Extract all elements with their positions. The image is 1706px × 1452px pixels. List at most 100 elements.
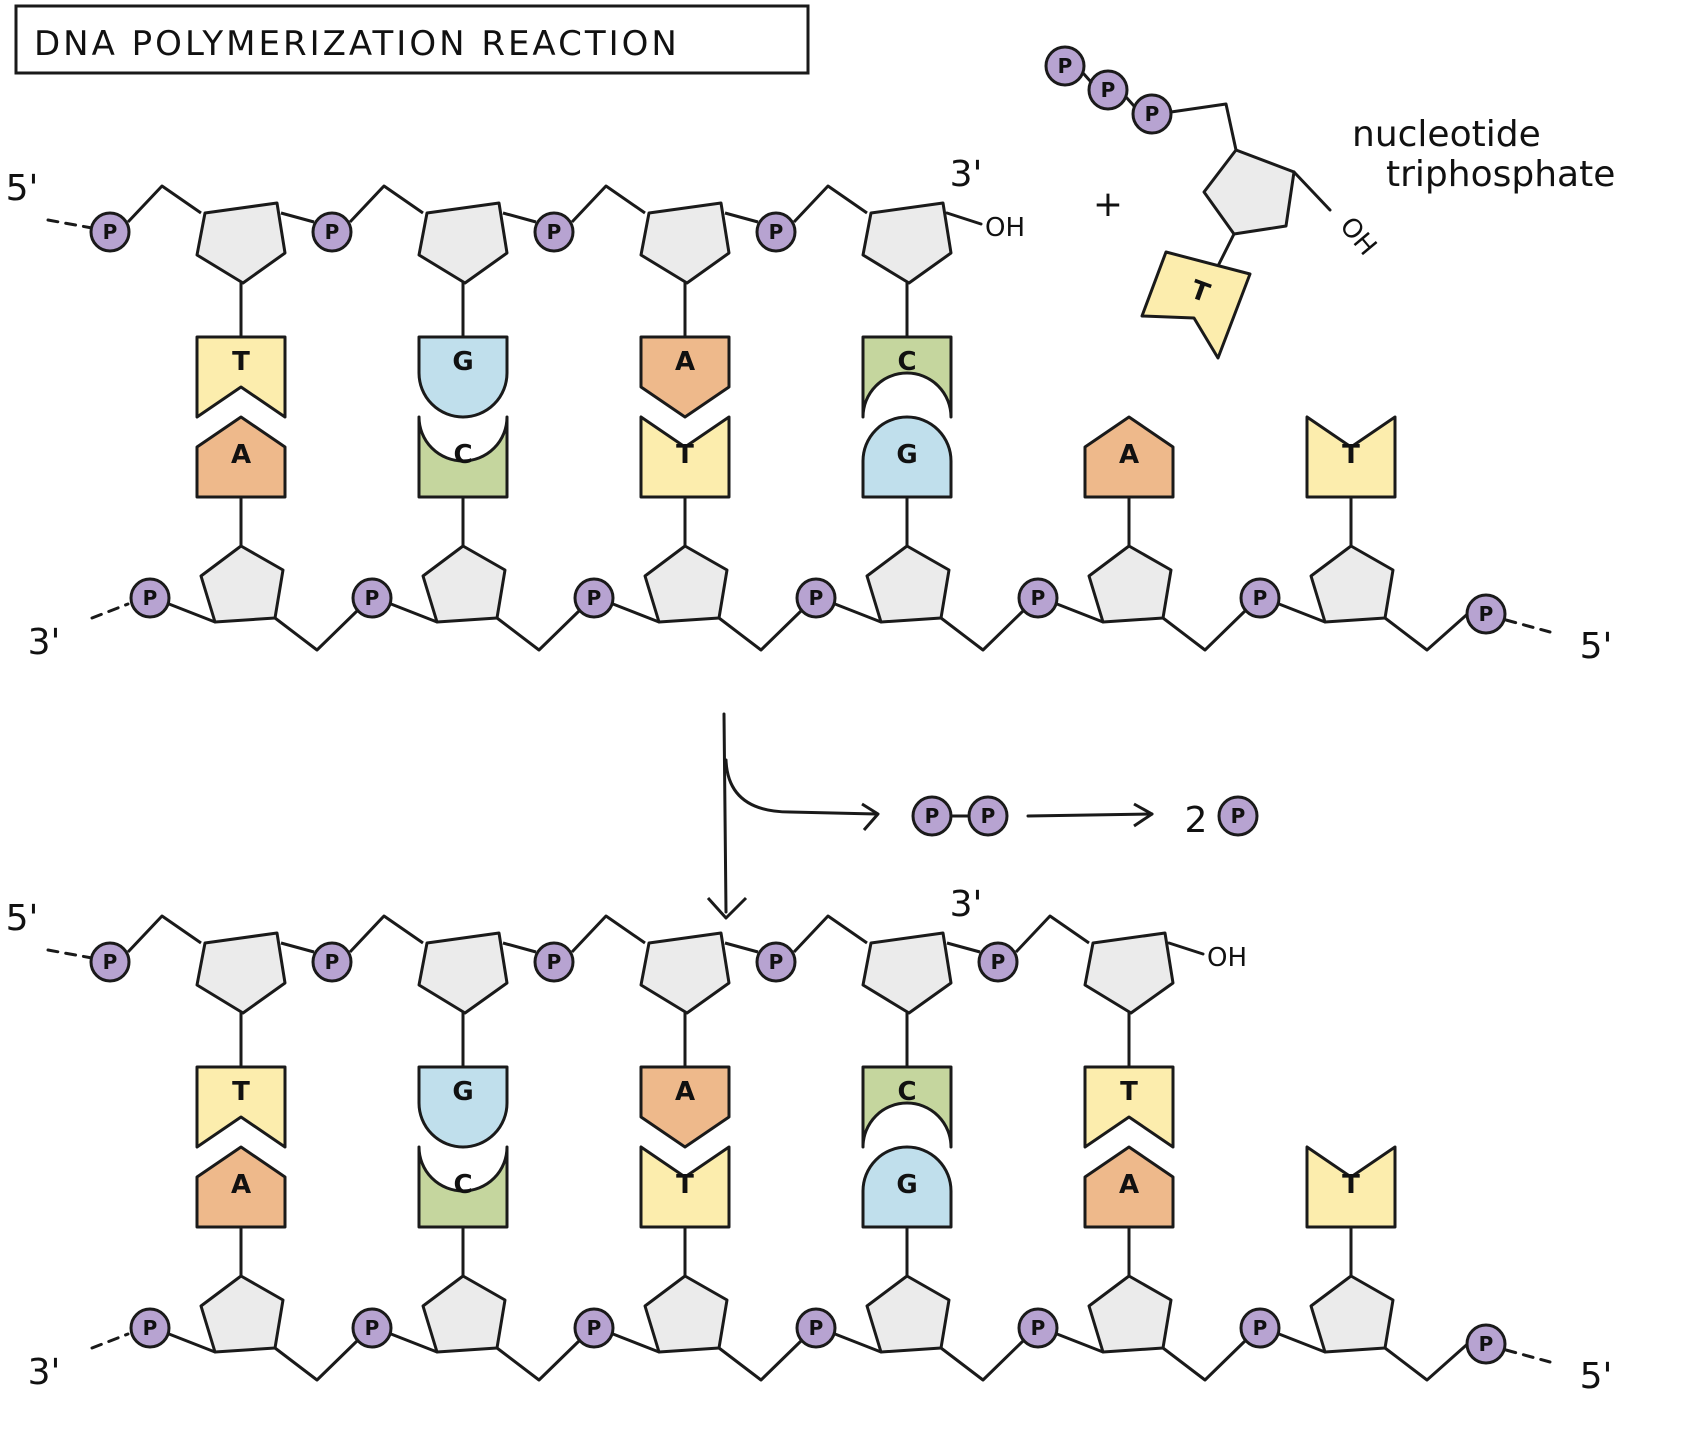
sugar-pentagon xyxy=(639,931,731,1015)
phosphate-label: P xyxy=(1058,54,1073,78)
guanine-base xyxy=(417,1065,509,1149)
phosphate-label: P xyxy=(547,220,562,244)
sugar-pentagon xyxy=(861,201,953,285)
base-letter-T: T xyxy=(1120,1077,1138,1107)
phosphate-group: P xyxy=(967,795,1009,837)
backbone-bond xyxy=(724,941,759,954)
phosphate-label: P xyxy=(143,586,158,610)
thymine-base xyxy=(1140,250,1252,360)
sugar-pentagon xyxy=(417,201,509,285)
phosphate-label: P xyxy=(1145,102,1160,126)
base-letter-C: C xyxy=(897,347,916,377)
sugar-pentagon xyxy=(1087,544,1173,624)
phosphate-circle xyxy=(351,577,393,619)
backbone-bond xyxy=(1384,608,1473,652)
thymine-base xyxy=(195,1065,287,1149)
phosphate-circle xyxy=(1465,1323,1507,1365)
backbone-bond xyxy=(792,914,868,954)
sugar-pentagon xyxy=(195,201,287,285)
phosphate-group: P xyxy=(795,577,837,619)
phosphate-label: P xyxy=(769,950,784,974)
phosphate-label: P xyxy=(1031,1316,1046,1340)
sugar-pentagon xyxy=(639,201,731,285)
phosphate-label: P xyxy=(809,586,824,610)
phosphate-circle xyxy=(311,211,353,253)
base-letter-A: A xyxy=(675,1077,695,1107)
backbone-bond xyxy=(946,941,981,954)
base-letter-A: A xyxy=(231,440,251,470)
backbone-bond xyxy=(280,211,315,224)
phosphate-group: P xyxy=(533,211,575,253)
backbone-bond xyxy=(611,1332,661,1354)
phosphate-group: P xyxy=(129,1307,171,1349)
main-arrow-shaft xyxy=(722,712,728,914)
five-prime-label-top: 5' xyxy=(6,168,39,209)
thymine-base xyxy=(639,415,731,499)
hydroxyl-bond xyxy=(945,211,983,226)
phosphate-group: P xyxy=(1044,45,1086,87)
sugar-pentagon xyxy=(199,544,285,624)
cytosine-base xyxy=(417,415,509,499)
backbone-bond xyxy=(348,914,424,954)
phosphate-group: P xyxy=(755,941,797,983)
sugar-pentagon xyxy=(421,1274,507,1354)
base-letter-T: T xyxy=(676,1170,694,1200)
phosphate-group: P xyxy=(1017,577,1059,619)
phosphate-circle xyxy=(533,211,575,253)
backbone-bond xyxy=(389,1332,439,1354)
backbone-bond xyxy=(940,1338,1026,1382)
backbone-bond xyxy=(274,608,360,652)
sugar-pentagon xyxy=(643,544,729,624)
sugar-pentagon xyxy=(421,544,507,624)
phosphate-circle xyxy=(573,577,615,619)
plus-sign: + xyxy=(1093,184,1123,225)
backbone-bond xyxy=(502,941,537,954)
sugar-pentagon xyxy=(1087,1274,1173,1354)
backbone-bond xyxy=(1162,608,1248,652)
phosphate-label: P xyxy=(365,1316,380,1340)
phosphate-bond xyxy=(1081,71,1093,84)
adenine-base xyxy=(639,335,731,419)
phosphate-group: P xyxy=(351,577,393,619)
adenine-base xyxy=(195,1145,287,1229)
phosphate-label: P xyxy=(325,220,340,244)
phosphate-circle xyxy=(1017,577,1059,619)
cytosine-base xyxy=(417,1145,509,1229)
sugar-pentagon xyxy=(865,1274,951,1354)
guanine-base xyxy=(861,415,953,499)
side-arrow-head xyxy=(861,802,880,831)
hydroxyl-bond xyxy=(1292,170,1332,212)
backbone-bond xyxy=(1055,1332,1105,1354)
phosphate-circle xyxy=(1217,795,1259,837)
backbone-bond xyxy=(496,608,582,652)
phosphate-circle xyxy=(795,577,837,619)
backbone-bond xyxy=(1014,914,1090,954)
three-prime-dash xyxy=(90,602,130,620)
phosphate-label: P xyxy=(587,1316,602,1340)
backbone-bond xyxy=(940,608,1026,652)
nucleotide-label-line1: nucleotide xyxy=(1352,114,1541,155)
hydroxyl-label: OH xyxy=(1207,943,1247,973)
phosphate-group: P xyxy=(311,941,353,983)
phosphate-group: P xyxy=(1131,93,1173,135)
five-prime-dash xyxy=(1504,618,1552,634)
five-prime-dash xyxy=(46,218,94,230)
backbone-bond xyxy=(718,1338,804,1382)
phosphate-circle xyxy=(89,211,131,253)
phosphate-circle xyxy=(129,577,171,619)
sugar-pentagon xyxy=(865,544,951,624)
phosphate-circle xyxy=(1239,1307,1281,1349)
phosphate-label: P xyxy=(1253,586,1268,610)
glycosidic-bond xyxy=(1216,232,1236,268)
cytosine-base xyxy=(861,1065,953,1149)
backbone-bond xyxy=(1162,1338,1248,1382)
phosphate-label: P xyxy=(103,220,118,244)
sugar-pentagon xyxy=(1309,1274,1395,1354)
five-prime-dash xyxy=(1504,1348,1552,1364)
